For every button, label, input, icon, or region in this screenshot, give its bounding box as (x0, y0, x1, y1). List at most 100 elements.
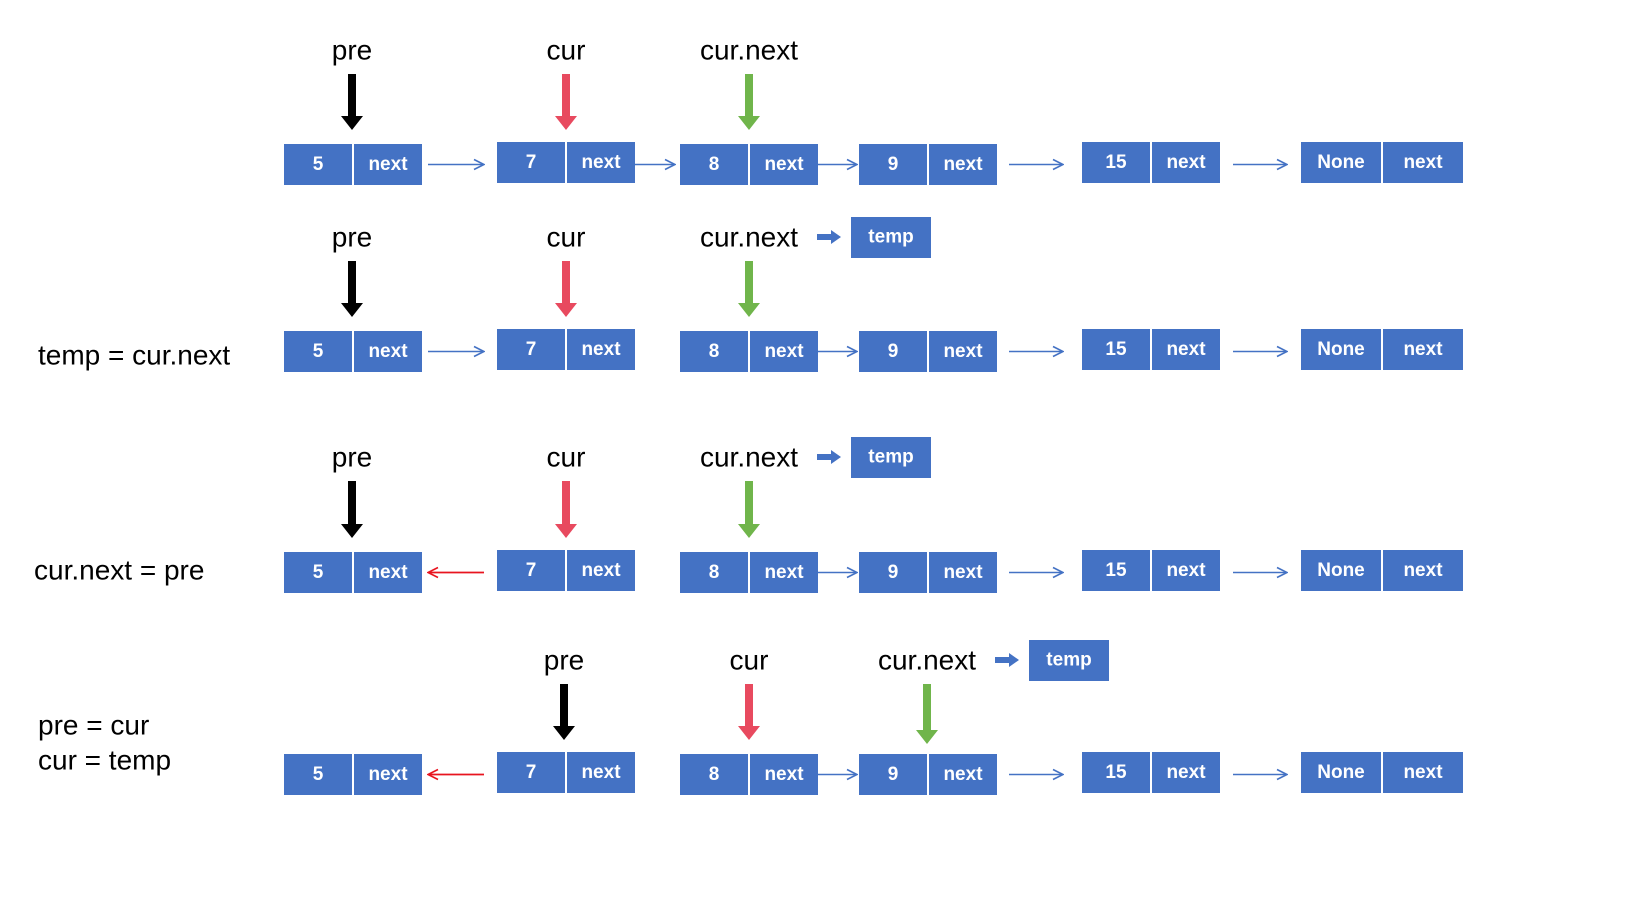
node-next-label: next (368, 764, 408, 785)
node-value-box (1082, 329, 1150, 370)
node-next-box (1152, 752, 1220, 793)
cur-pointer: cur (730, 645, 768, 740)
node-next-box (1152, 329, 1220, 370)
cur-pointer: cur (547, 442, 585, 538)
node-next-label: next (368, 341, 408, 362)
cur-pointer-arrow (738, 684, 760, 740)
temp-box (851, 217, 931, 258)
pre-pointer: pre (544, 645, 584, 740)
list-node: 7 next (497, 550, 635, 591)
temp-assign-arrow (817, 230, 841, 244)
node-value-box (284, 552, 352, 593)
node-next-box (1383, 142, 1463, 183)
node-next-label: next (1166, 560, 1206, 581)
temp-box (1029, 640, 1109, 681)
cur-pointer-arrow (555, 261, 577, 317)
node-next-box (354, 331, 422, 372)
temp-label: temp (868, 447, 913, 468)
node-next-label: next (1403, 339, 1443, 360)
node-next-label: next (943, 764, 983, 785)
step-label: pre = cur (38, 710, 149, 741)
temp-variable: temp (995, 640, 1109, 681)
node-value: 7 (526, 762, 537, 783)
node-value: 9 (888, 764, 899, 785)
node-value-box (859, 754, 927, 795)
next-pointer: cur.next (878, 645, 976, 744)
pre-pointer-label: pre (332, 35, 372, 66)
node-value-box (1301, 142, 1381, 183)
node-next-box (929, 331, 997, 372)
pre-pointer-arrow (341, 74, 363, 130)
node-value-box (1301, 550, 1381, 591)
step-label: cur = temp (38, 745, 171, 776)
node-next-box (567, 550, 635, 591)
node-next-box (750, 331, 818, 372)
node-value-box (859, 144, 927, 185)
node-next-label: next (764, 154, 804, 175)
node-value: 7 (526, 152, 537, 173)
next-pointer-label: cur.next (700, 442, 798, 473)
node-next-box (750, 144, 818, 185)
node-value-box (680, 552, 748, 593)
node-value: 5 (313, 562, 324, 583)
temp-label: temp (1046, 650, 1091, 671)
node-next-box (354, 144, 422, 185)
node-next-label: next (1166, 152, 1206, 173)
node-value: 7 (526, 560, 537, 581)
node-value-box (1301, 752, 1381, 793)
next-pointer-label: cur.next (700, 222, 798, 253)
next-pointer: cur.next (700, 222, 798, 317)
node-value: None (1317, 762, 1365, 783)
node-value-box (284, 144, 352, 185)
temp-variable: temp (817, 217, 931, 258)
cur-pointer-arrow (555, 74, 577, 130)
next-pointer-arrow (916, 684, 938, 744)
node-next-box (354, 754, 422, 795)
pre-pointer-arrow (553, 684, 575, 740)
node-next-label: next (1166, 762, 1206, 783)
node-value: 8 (709, 764, 720, 785)
list-node: 9 next (859, 754, 997, 795)
node-next-label: next (1403, 152, 1443, 173)
node-value: 5 (313, 341, 324, 362)
node-next-box (567, 752, 635, 793)
temp-box (851, 437, 931, 478)
node-next-label: next (581, 339, 621, 360)
temp-assign-arrow (817, 450, 841, 464)
temp-variable: temp (817, 437, 931, 478)
node-next-label: next (368, 154, 408, 175)
node-next-box (567, 329, 635, 370)
node-next-label: next (581, 560, 621, 581)
pre-pointer-arrow (341, 261, 363, 317)
node-next-box (750, 552, 818, 593)
pre-pointer-arrow (341, 481, 363, 538)
node-value-box (497, 142, 565, 183)
node-value: 8 (709, 341, 720, 362)
next-pointer-label: cur.next (878, 645, 976, 676)
node-next-box (929, 144, 997, 185)
next-pointer-arrow (738, 74, 760, 130)
node-value: 9 (888, 562, 899, 583)
next-pointer: cur.next (700, 35, 798, 130)
cur-pointer: cur (547, 35, 585, 130)
node-value: 9 (888, 341, 899, 362)
node-value-box (497, 550, 565, 591)
node-value-box (284, 754, 352, 795)
node-next-label: next (943, 341, 983, 362)
